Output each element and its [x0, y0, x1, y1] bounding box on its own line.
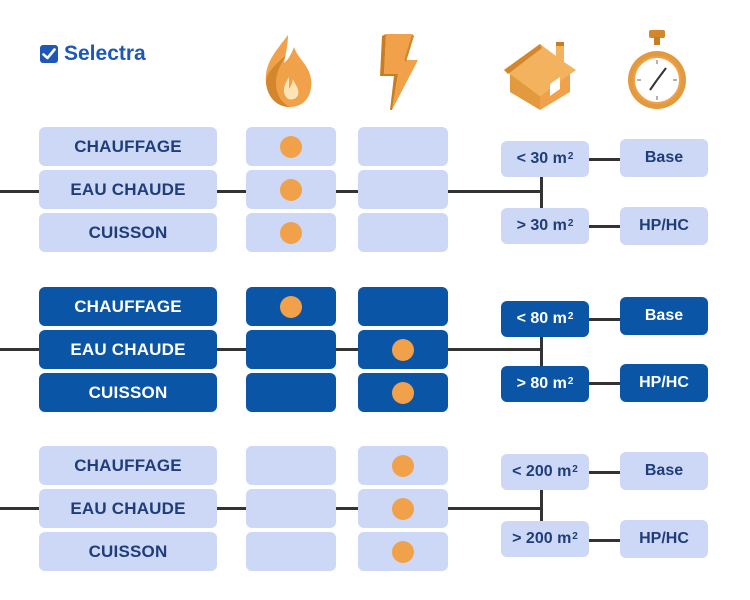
dot-marker — [392, 497, 414, 520]
gas-cell — [246, 213, 336, 252]
usage-eau-chaude: EAU CHAUDE — [39, 330, 217, 369]
selectra-logo: Selectra — [40, 40, 146, 68]
electricity-cell — [358, 330, 448, 369]
option-hphc: HP/HC — [620, 207, 708, 245]
electricity-cell — [358, 170, 448, 209]
electricity-cell — [358, 373, 448, 412]
dot-marker — [280, 221, 302, 244]
gas-cell — [246, 489, 336, 528]
electricity-cell — [358, 489, 448, 528]
option-hphc: HP/HC — [620, 520, 708, 558]
branch-line — [586, 158, 624, 161]
branch-line — [540, 318, 543, 384]
dot-marker — [392, 381, 414, 404]
gas-cell — [246, 446, 336, 485]
option-base: Base — [620, 452, 708, 490]
option-base: Base — [620, 139, 708, 177]
dot-marker — [280, 135, 302, 158]
checkmark-icon — [40, 45, 58, 63]
usage-chauffage: CHAUFFAGE — [39, 287, 217, 326]
branch-line — [586, 225, 624, 228]
branch-line — [540, 471, 543, 541]
gas-cell — [246, 287, 336, 326]
gas-cell — [246, 330, 336, 369]
usage-cuisson: CUISSON — [39, 532, 217, 571]
usage-eau-chaude: EAU CHAUDE — [39, 170, 217, 209]
branch-line — [586, 318, 624, 321]
flame-icon — [265, 35, 312, 107]
electricity-cell — [358, 287, 448, 326]
usage-eau-chaude: EAU CHAUDE — [39, 489, 217, 528]
lightning-icon — [380, 34, 418, 110]
usage-cuisson: CUISSON — [39, 373, 217, 412]
dot-marker — [280, 178, 302, 201]
electricity-cell — [358, 532, 448, 571]
dot-marker — [280, 295, 302, 318]
branch-line — [586, 382, 624, 385]
dot-marker — [392, 338, 414, 361]
brand-name: Selectra — [64, 42, 146, 65]
branch-line — [586, 471, 624, 474]
gas-cell — [246, 373, 336, 412]
dot-marker — [392, 454, 414, 477]
option-base: Base — [620, 297, 708, 335]
option-hphc: HP/HC — [620, 364, 708, 402]
electricity-cell — [358, 213, 448, 252]
dot-marker — [392, 540, 414, 563]
gas-cell — [246, 532, 336, 571]
gas-cell — [246, 170, 336, 209]
branch-line — [586, 539, 624, 542]
gas-cell — [246, 127, 336, 166]
house-icon — [504, 42, 576, 110]
branch-line — [540, 158, 543, 226]
stopwatch-icon — [628, 30, 686, 109]
electricity-cell — [358, 446, 448, 485]
usage-chauffage: CHAUFFAGE — [39, 446, 217, 485]
electricity-cell — [358, 127, 448, 166]
usage-chauffage: CHAUFFAGE — [39, 127, 217, 166]
usage-cuisson: CUISSON — [39, 213, 217, 252]
